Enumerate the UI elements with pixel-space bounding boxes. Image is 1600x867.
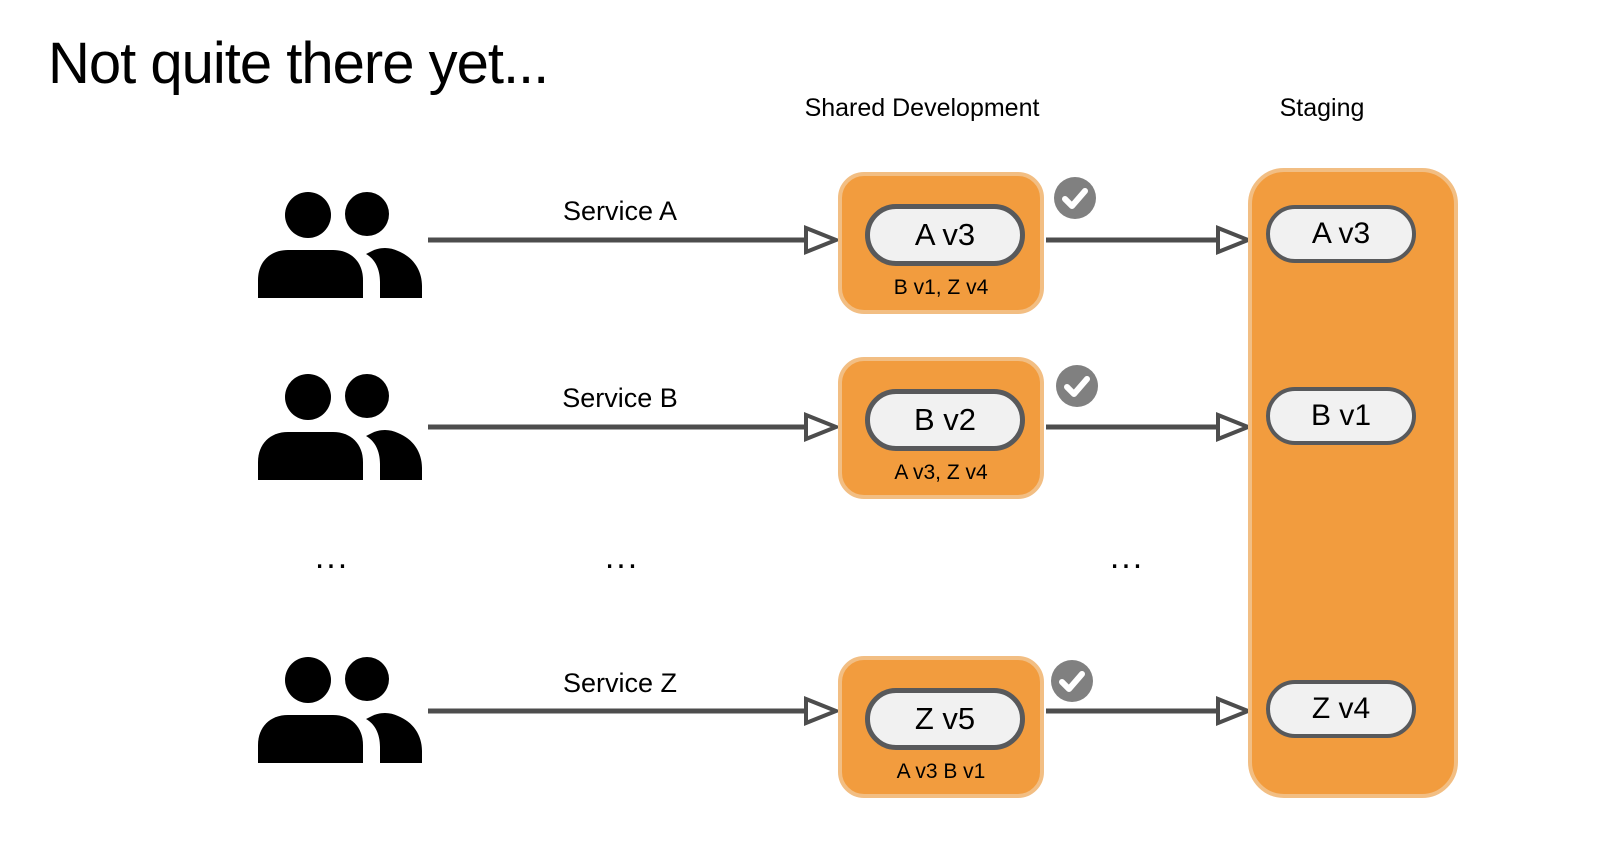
arrow-dev-z-to-staging <box>1046 696 1254 726</box>
dev-version-pill-b: B v2 <box>865 389 1025 451</box>
approved-check-icon-z <box>1051 660 1093 702</box>
arrow-dev-a-to-staging <box>1046 225 1254 255</box>
dev-dependencies-a: B v1, Z v4 <box>893 276 989 299</box>
dev-dependencies-z: A v3 B v1 <box>896 760 986 783</box>
dev-dependencies-b: A v3, Z v4 <box>894 461 988 484</box>
column-header-shared-development: Shared Development <box>804 94 1040 122</box>
dev-version-pill-z: Z v5 <box>865 688 1025 750</box>
staging-version-pill-b: B v1 <box>1266 387 1416 445</box>
team-icon-service-b <box>256 368 422 480</box>
service-z-label: Service Z <box>562 668 678 698</box>
arrow-service-z-to-dev <box>428 696 842 726</box>
ellipsis-services: ... <box>604 538 640 576</box>
arrow-dev-b-to-staging <box>1046 412 1254 442</box>
ellipsis-teams: ... <box>314 538 350 576</box>
person-head <box>285 657 331 703</box>
team-icon-service-a <box>256 186 422 298</box>
approved-check-icon-a <box>1054 177 1096 219</box>
team-icon-service-z <box>256 651 422 763</box>
person-body <box>258 250 363 298</box>
service-b-label: Service B <box>562 383 678 413</box>
person-head <box>345 374 389 418</box>
dev-box-service-b: B v2 A v3, Z v4 <box>838 357 1044 499</box>
approved-check-icon-b <box>1056 365 1098 407</box>
person-body <box>366 248 422 298</box>
person-head <box>345 657 389 701</box>
person-head <box>285 374 331 420</box>
person-body <box>258 715 363 763</box>
arrow-service-b-to-dev <box>428 412 842 442</box>
ellipsis-approvals: ... <box>1109 538 1145 576</box>
dev-box-service-z: Z v5 A v3 B v1 <box>838 656 1044 798</box>
slide-title: Not quite there yet... <box>48 31 549 96</box>
column-header-staging: Staging <box>1279 94 1365 122</box>
person-body <box>366 430 422 480</box>
dev-version-pill-a: A v3 <box>865 204 1025 266</box>
service-a-label: Service A <box>562 196 678 226</box>
person-body <box>366 713 422 763</box>
person-head <box>345 192 389 236</box>
person-body <box>258 432 363 480</box>
arrow-service-a-to-dev <box>428 225 842 255</box>
staging-version-pill-a: A v3 <box>1266 205 1416 263</box>
dev-box-service-a: A v3 B v1, Z v4 <box>838 172 1044 314</box>
staging-version-pill-z: Z v4 <box>1266 680 1416 738</box>
person-head <box>285 192 331 238</box>
